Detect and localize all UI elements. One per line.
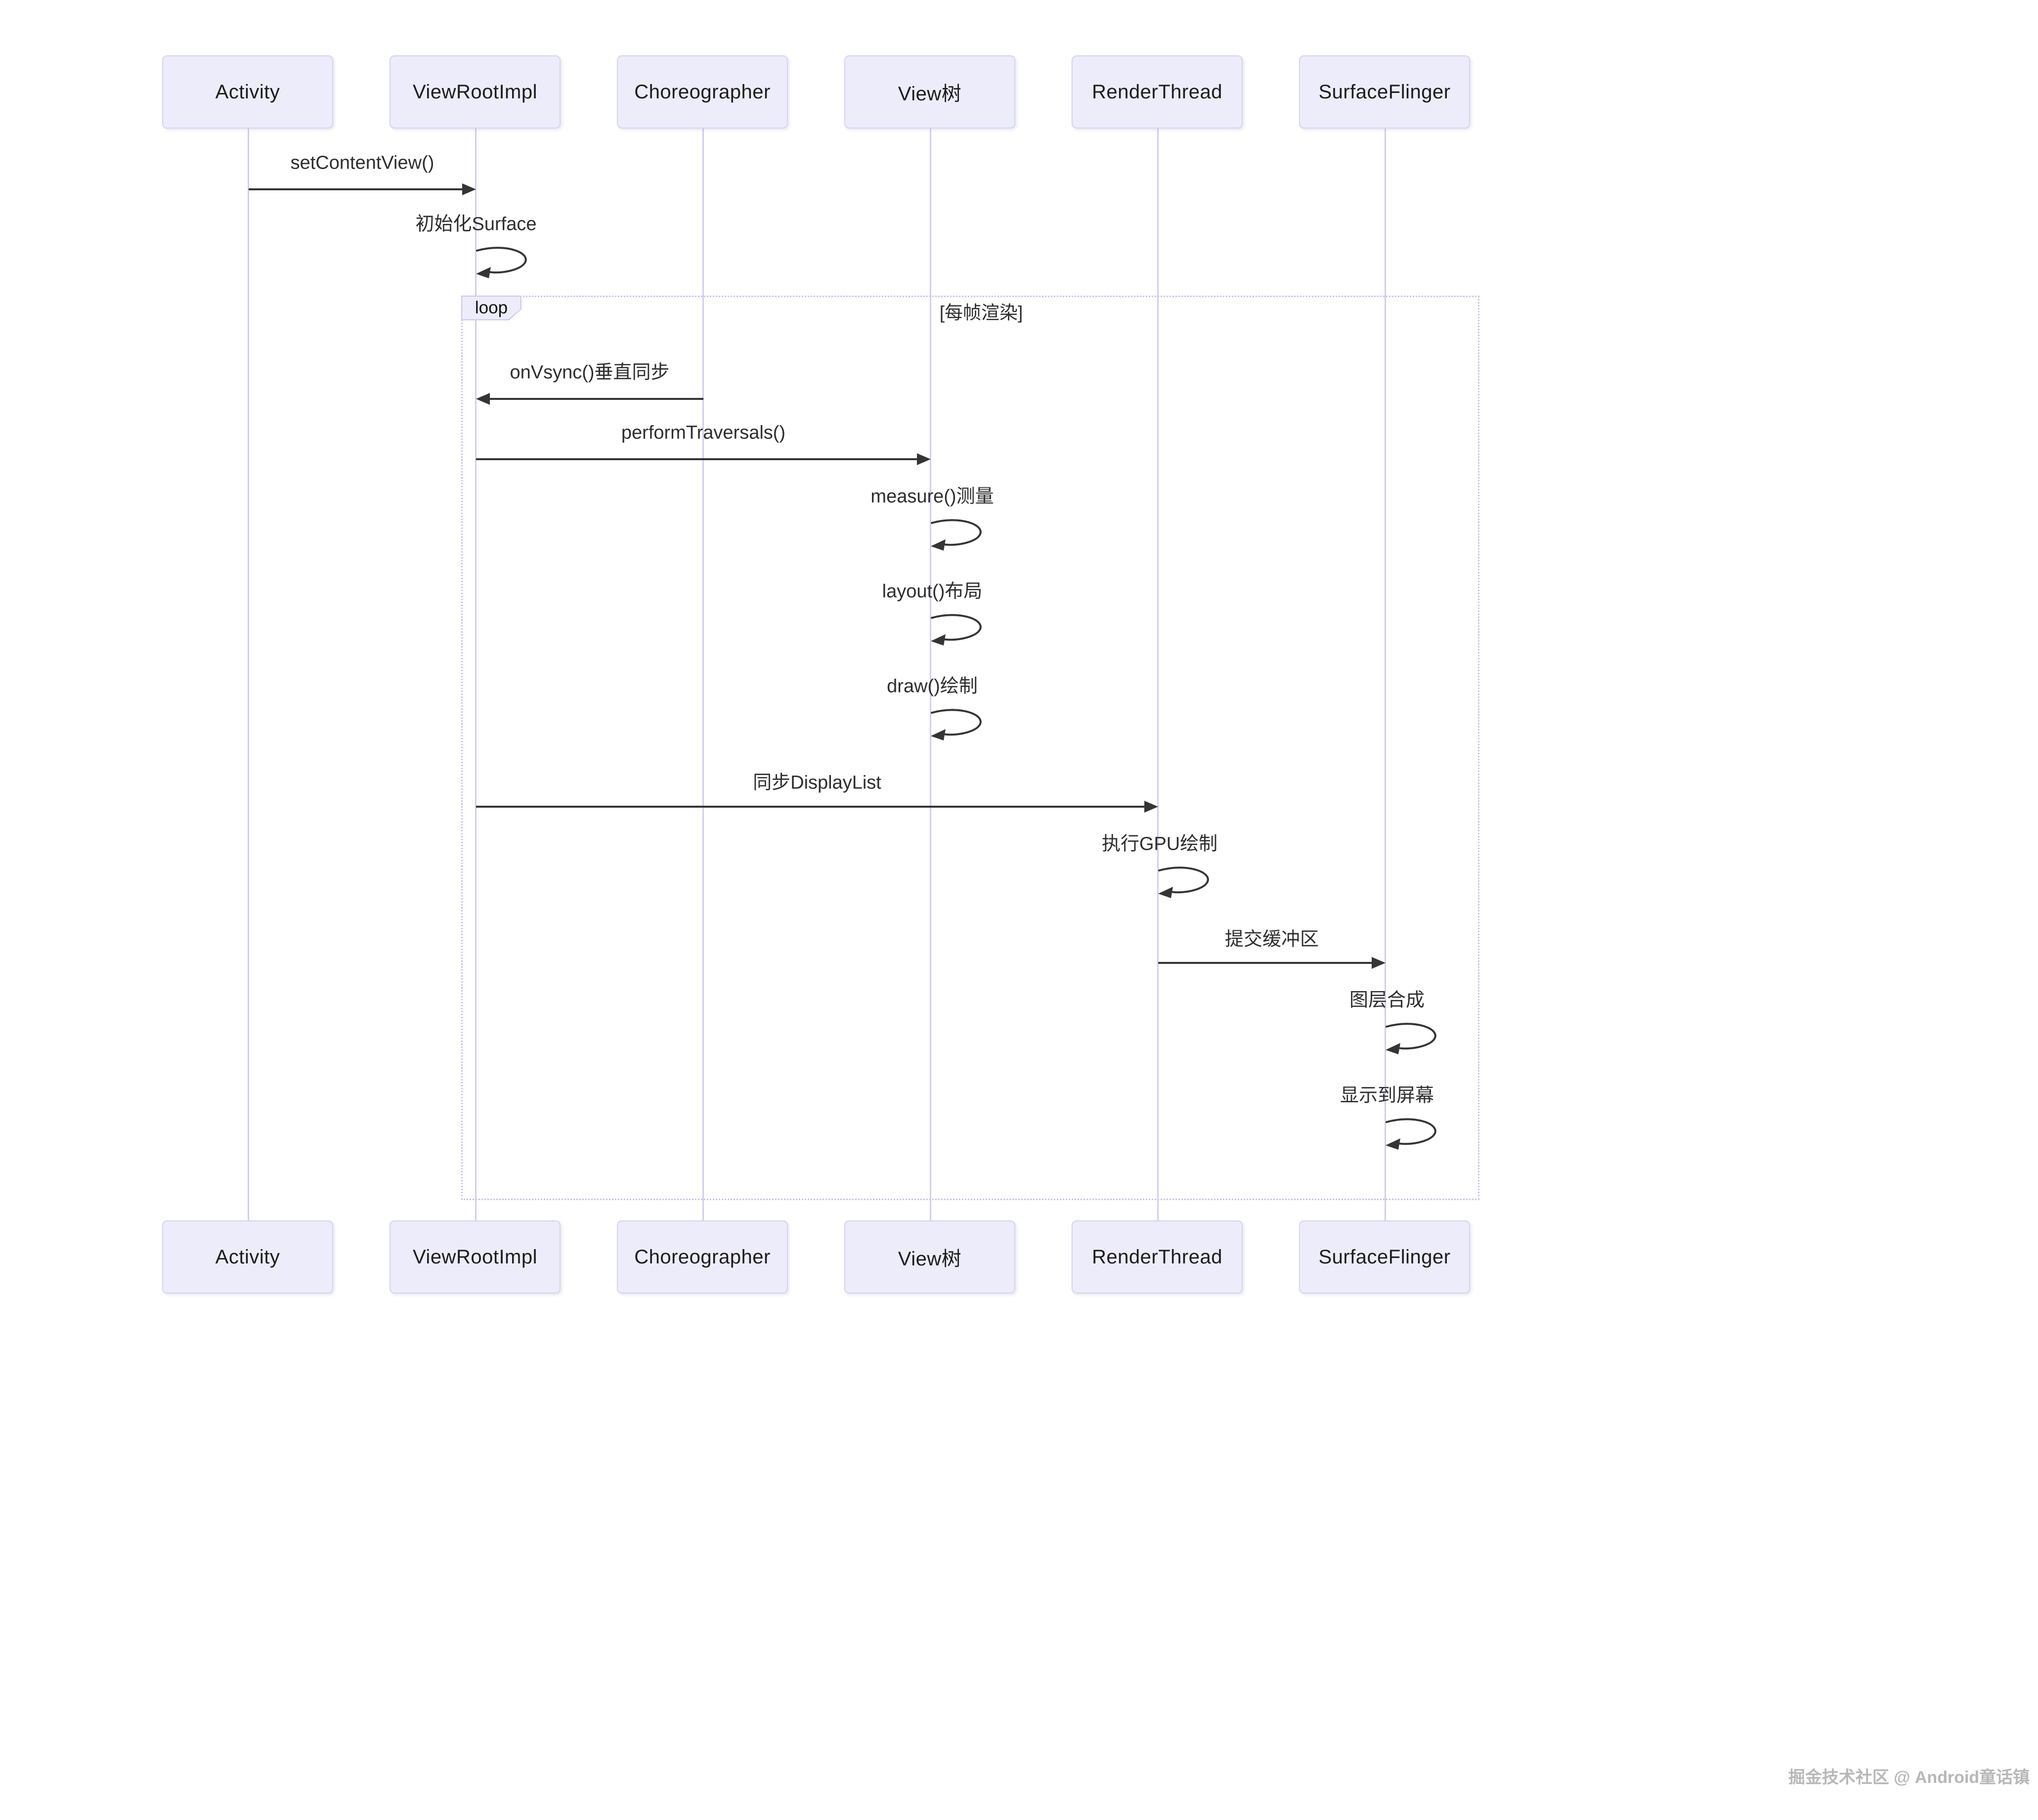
arrowhead-right-icon xyxy=(917,453,931,465)
message-label-sync-displaylist: 同步DisplayList xyxy=(753,772,881,793)
message-label-draw: draw()绘制 xyxy=(887,676,978,697)
actor-label: SurfaceFlinger xyxy=(1318,81,1451,103)
actor-top-activity: Activity xyxy=(162,55,333,129)
actor-bottom-viewtree: View树 xyxy=(844,1220,1015,1294)
actor-bottom-surfaceflinger: SurfaceFlinger xyxy=(1299,1220,1470,1294)
self-loop-arrow-icon xyxy=(931,709,982,740)
actor-bottom-choreographer: Choreographer xyxy=(617,1220,788,1294)
actor-top-viewtree: View树 xyxy=(844,55,1015,129)
loop-frame xyxy=(461,296,1479,1200)
message-arrow-sync-displaylist xyxy=(476,806,1145,808)
actor-bottom-renderthread: RenderThread xyxy=(1072,1220,1243,1294)
message-label-measure: measure()测量 xyxy=(870,486,994,507)
actor-label: RenderThread xyxy=(1092,81,1222,103)
message-label-performtraversals: performTraversals() xyxy=(621,422,786,443)
message-label-onvsync: onVsync()垂直同步 xyxy=(510,362,670,383)
actor-label: View树 xyxy=(898,1248,962,1270)
arrowhead-left-icon xyxy=(476,393,490,405)
loop-label: loop xyxy=(475,298,508,317)
actor-top-viewrootimpl: ViewRootImpl xyxy=(390,55,561,129)
loop-label-tag: loop xyxy=(461,296,521,320)
arrowhead-right-icon xyxy=(1372,957,1386,969)
actor-label: Choreographer xyxy=(634,81,771,103)
self-loop-arrow-icon xyxy=(1386,1118,1436,1150)
actor-top-choreographer: Choreographer xyxy=(617,55,788,129)
message-label-gpu-draw: 执行GPU绘制 xyxy=(1101,833,1218,855)
message-label-setcontentview: setContentView() xyxy=(290,152,434,173)
message-arrow-onvsync xyxy=(489,398,703,400)
lifeline-activity xyxy=(248,129,249,1220)
actor-label: ViewRootImpl xyxy=(412,81,538,103)
actor-label: Activity xyxy=(215,81,280,103)
message-label-layer-compose: 图层合成 xyxy=(1349,990,1425,1011)
arrowhead-right-icon xyxy=(462,183,476,195)
actor-label: View树 xyxy=(898,83,962,105)
message-arrow-setcontentview xyxy=(249,188,463,190)
actor-bottom-viewrootimpl: ViewRootImpl xyxy=(390,1220,561,1294)
actor-label: SurfaceFlinger xyxy=(1318,1246,1451,1268)
lifeline-choreographer xyxy=(702,129,704,1220)
self-loop-arrow-icon xyxy=(1158,867,1209,898)
self-loop-arrow-icon xyxy=(1386,1023,1436,1054)
arrowhead-right-icon xyxy=(1144,801,1158,813)
lifeline-surfaceflinger xyxy=(1385,129,1386,1220)
actor-label: RenderThread xyxy=(1092,1246,1222,1268)
actor-bottom-activity: Activity xyxy=(162,1220,333,1294)
lifeline-viewrootimpl xyxy=(475,129,477,1220)
actor-label: Activity xyxy=(215,1246,280,1268)
actor-top-surfaceflinger: SurfaceFlinger xyxy=(1299,55,1470,129)
actor-label: Choreographer xyxy=(634,1246,771,1268)
loop-condition: [每帧渲染] xyxy=(939,303,1023,323)
actor-top-renderthread: RenderThread xyxy=(1072,55,1243,129)
message-label-init-surface: 初始化Surface xyxy=(415,214,537,235)
message-label-commit-buffer: 提交缓冲区 xyxy=(1224,929,1319,950)
self-loop-arrow-icon xyxy=(476,247,527,278)
lifeline-renderthread xyxy=(1157,129,1159,1220)
message-label-display-screen: 显示到屏幕 xyxy=(1340,1085,1434,1106)
watermark: 掘金技术社区 @ Android童话镇 xyxy=(1788,1768,2030,1787)
self-loop-arrow-icon xyxy=(931,519,982,551)
message-label-layout: layout()布局 xyxy=(882,581,983,602)
message-arrow-commit-buffer xyxy=(1158,962,1373,964)
lifeline-viewtree xyxy=(930,129,931,1220)
message-arrow-performtraversals xyxy=(476,458,918,460)
actor-label: ViewRootImpl xyxy=(412,1246,538,1268)
self-loop-arrow-icon xyxy=(931,614,982,646)
